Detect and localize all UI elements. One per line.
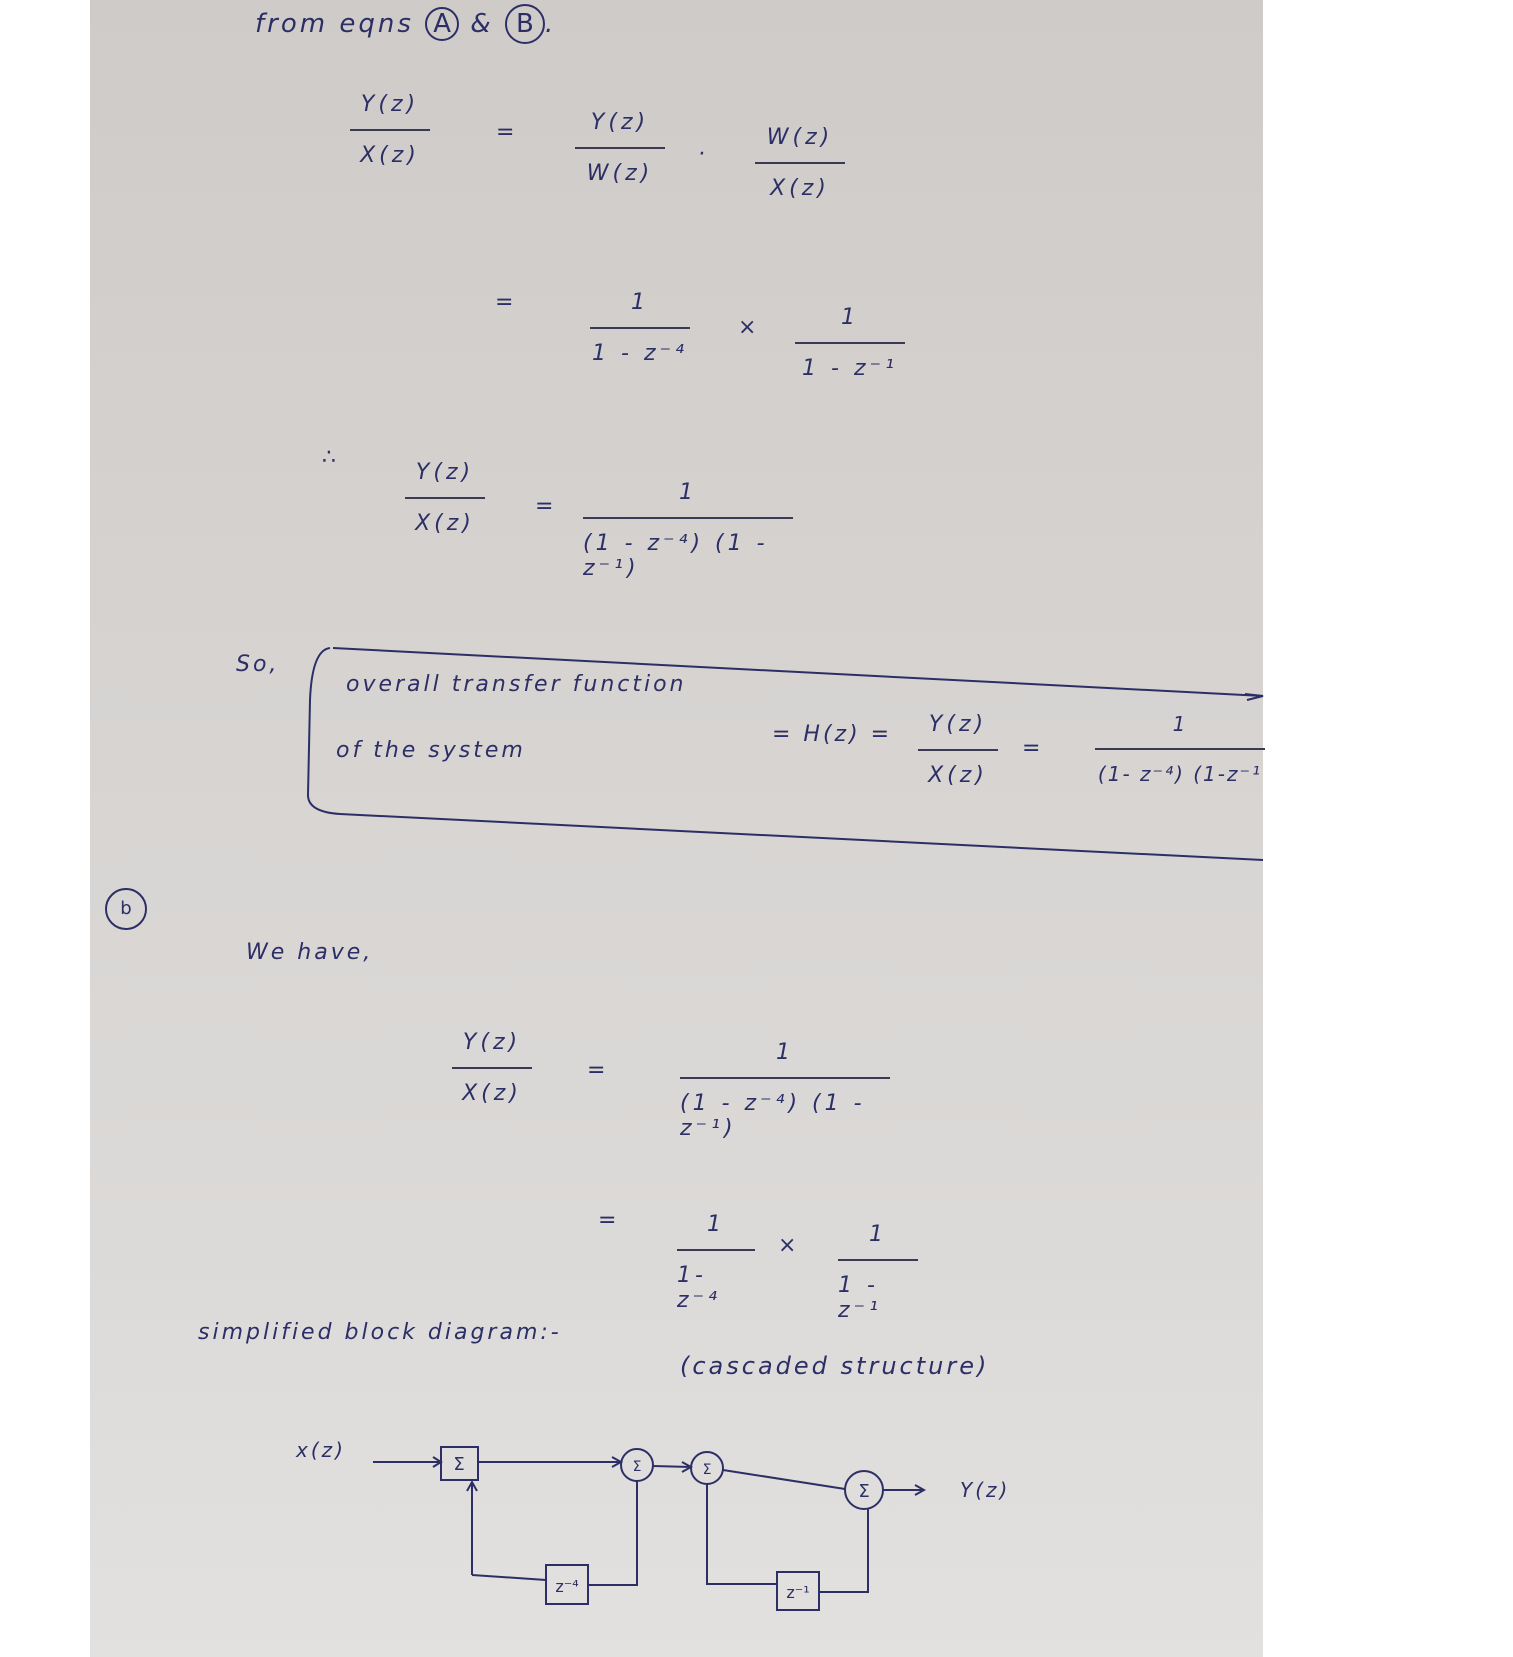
den: X(z) bbox=[928, 763, 988, 788]
b-eq1-lhs: Y(z) X(z) bbox=[452, 1030, 532, 1106]
therefore: ∴ bbox=[322, 445, 339, 470]
den: 1 - z⁻⁴ bbox=[592, 341, 688, 366]
eqn-b-label: B bbox=[504, 4, 545, 44]
paper-sheet bbox=[90, 0, 1263, 1657]
eqn-a-label: A bbox=[425, 7, 460, 41]
equals: = bbox=[495, 290, 517, 315]
den: X(z) bbox=[770, 176, 830, 201]
period: . bbox=[544, 9, 557, 39]
sum-block-1 bbox=[440, 1446, 479, 1481]
equals: = bbox=[1022, 736, 1044, 761]
b-eq1-rhs: 1 (1 - z⁻⁴) (1 - z⁻¹) bbox=[680, 1040, 890, 1141]
times: × bbox=[778, 1233, 800, 1258]
part-b-label: b bbox=[105, 888, 147, 930]
result-rhs: 1 (1- z⁻⁴) (1-z⁻¹ bbox=[1095, 712, 1265, 786]
den: X(z) bbox=[462, 1081, 522, 1106]
equals: = bbox=[496, 120, 518, 145]
equals: = bbox=[598, 1208, 620, 1233]
eq3-lhs: Y(z) X(z) bbox=[405, 460, 485, 536]
diagram-title: simplified block diagram:- bbox=[198, 1320, 562, 1345]
diagram-note: (cascaded structure) bbox=[680, 1352, 990, 1380]
times: × bbox=[738, 315, 760, 340]
forward-line-2 bbox=[652, 1461, 694, 1473]
num: Y(z) bbox=[928, 712, 988, 737]
den: (1- z⁻⁴) (1-z⁻¹ bbox=[1097, 762, 1263, 786]
b-eq2-f2: 1 1 - z⁻¹ bbox=[838, 1222, 918, 1323]
result-box-outline bbox=[306, 647, 1264, 861]
feedforward-line-1 bbox=[588, 1481, 638, 1586]
den: W(z) bbox=[586, 161, 654, 186]
eq2-f1: 1 1 - z⁻⁴ bbox=[590, 290, 690, 366]
feedforward-line-2 bbox=[819, 1509, 869, 1593]
input-label: x(z) bbox=[296, 1438, 346, 1462]
we-have-label: We have, bbox=[246, 940, 374, 965]
den: 1- z⁻⁴ bbox=[677, 1263, 721, 1313]
eq1-f2: W(z) X(z) bbox=[755, 125, 845, 201]
equals: = bbox=[587, 1058, 609, 1083]
box-arrow-icon bbox=[1244, 693, 1264, 701]
dot: · bbox=[698, 142, 708, 167]
feedback-line-1 bbox=[466, 1479, 478, 1575]
header-text: from eqns bbox=[255, 9, 414, 39]
eq1-f1: Y(z) W(z) bbox=[575, 110, 665, 186]
result-line2: of the system bbox=[336, 738, 526, 763]
forward-line-3 bbox=[722, 1469, 846, 1490]
num: 1 bbox=[869, 1222, 887, 1247]
sum-symbol-1: Σ bbox=[453, 1454, 464, 1475]
eq3-rhs: 1 (1 - z⁻⁴) (1 - z⁻¹) bbox=[583, 480, 793, 581]
sum-symbol-2: Σ bbox=[633, 1459, 642, 1475]
sum-symbol-3: Σ bbox=[703, 1462, 712, 1478]
sum-symbol-4: Σ bbox=[858, 1481, 869, 1502]
num: 1 bbox=[776, 1040, 794, 1065]
output-arrow-icon bbox=[883, 1484, 927, 1496]
forward-line-1 bbox=[478, 1456, 624, 1468]
num: 1 bbox=[679, 480, 697, 505]
den: X(z) bbox=[360, 143, 420, 168]
num: 1 bbox=[631, 290, 649, 315]
num: W(z) bbox=[766, 125, 834, 150]
equals: = bbox=[535, 494, 557, 519]
num: Y(z) bbox=[590, 110, 650, 135]
result-line1: overall transfer function bbox=[346, 672, 687, 697]
feedback-line-1b bbox=[471, 1574, 547, 1581]
den: X(z) bbox=[415, 511, 475, 536]
feedback-line-2 bbox=[706, 1484, 777, 1585]
den: 1 - z⁻¹ bbox=[802, 356, 898, 381]
den: (1 - z⁻⁴) (1 - z⁻¹) bbox=[680, 1091, 866, 1141]
h-z-expr: = H(z) = bbox=[772, 722, 893, 747]
den: 1 - z⁻¹ bbox=[838, 1273, 882, 1323]
num: Y(z) bbox=[415, 460, 475, 485]
delay-z4-label: z⁻⁴ bbox=[555, 1577, 578, 1596]
eq1-lhs: Y(z) X(z) bbox=[350, 92, 430, 168]
box-top-line bbox=[332, 647, 1264, 697]
part-b-marker: b bbox=[105, 888, 147, 930]
delay-z1-label: z⁻¹ bbox=[786, 1583, 809, 1602]
result-ratio: Y(z) X(z) bbox=[918, 712, 998, 788]
header-line: from eqns A & B. bbox=[255, 4, 556, 44]
num: Y(z) bbox=[462, 1030, 522, 1055]
b-eq2-f1: 1 1- z⁻⁴ bbox=[677, 1212, 755, 1313]
den: (1 - z⁻⁴) (1 - z⁻¹) bbox=[583, 531, 769, 581]
num: Y(z) bbox=[360, 92, 420, 117]
num: 1 bbox=[707, 1212, 725, 1237]
eq2-f2: 1 1 - z⁻¹ bbox=[795, 305, 905, 381]
input-arrow-icon bbox=[373, 1456, 443, 1468]
amp: & bbox=[470, 9, 494, 39]
num: 1 bbox=[1172, 712, 1188, 736]
output-label: Y(z) bbox=[960, 1478, 1011, 1502]
num: 1 bbox=[841, 305, 859, 330]
so-label: So, bbox=[236, 652, 280, 677]
